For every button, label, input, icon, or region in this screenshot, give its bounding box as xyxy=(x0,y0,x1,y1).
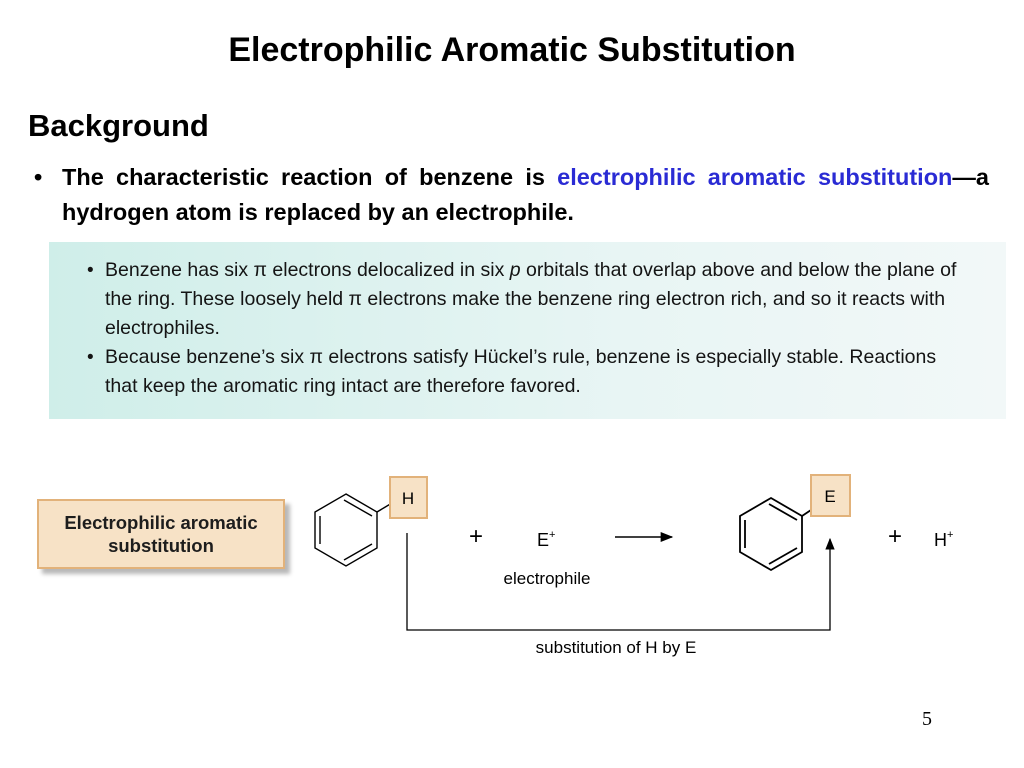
double-bond xyxy=(768,547,798,565)
benzene-reactant xyxy=(314,493,398,567)
label-line-1: Electrophilic aromatic xyxy=(64,512,258,533)
reaction-diagram: H + E+ electrophile E + H+ substitution … xyxy=(314,474,953,657)
substitution-label: substitution of H by E xyxy=(536,638,697,657)
product-e-label: E xyxy=(824,487,835,506)
bullet-dot: • xyxy=(34,164,43,190)
pi-symbol: π xyxy=(348,288,363,310)
double-bond xyxy=(343,499,373,517)
e-highlight-box xyxy=(810,474,851,517)
info-2-part-b: electrons satisfy Hückel’s rule, benzene… xyxy=(105,346,937,397)
info-box: Benzene has six π electrons delocalized … xyxy=(49,242,1006,419)
pi-symbol: π xyxy=(309,346,323,368)
info-list: Benzene has six π electrons delocalized … xyxy=(49,242,1006,401)
benzene-product xyxy=(739,496,821,572)
reaction-label-box: Electrophilic aromatic substitution xyxy=(37,499,285,569)
main-bullet: • The characteristic reaction of benzene… xyxy=(34,160,989,230)
electrophile-label: electrophile xyxy=(504,569,591,588)
double-bond xyxy=(768,503,798,521)
info-bullet-2: Because benzene’s six π electrons satisf… xyxy=(87,343,965,401)
info-1-part-c: orbitals that overlap above and below th… xyxy=(105,259,957,310)
electrophile-symbol: E+ xyxy=(537,529,555,550)
main-bullet-text: The characteristic reaction of benzene i… xyxy=(62,160,989,230)
info-1-part-b: electrons delocalized in six xyxy=(266,259,510,281)
label-line-2: substitution xyxy=(108,535,214,556)
highlight-term: electrophilic aromatic substitution xyxy=(557,164,953,190)
section-heading: Background xyxy=(28,108,209,143)
slide-title: Electrophilic Aromatic Substitution xyxy=(228,31,796,69)
info-2-part-a: Because benzene’s six xyxy=(105,346,310,368)
info-1-part-a: Benzene has six xyxy=(105,259,254,281)
substitution-bracket xyxy=(406,533,835,631)
proton-symbol: H+ xyxy=(934,529,953,550)
reactant-h-label: H xyxy=(402,489,414,508)
info-bullet-1: Benzene has six π electrons delocalized … xyxy=(87,256,965,343)
pi-symbol: π xyxy=(253,259,267,281)
p-orbital-symbol: p xyxy=(509,259,521,281)
info-1-part-d: electrons make the benzene ring electron… xyxy=(105,288,946,339)
h-highlight-box xyxy=(389,476,428,519)
main-bullet-text-after: —a hydrogen atom is replaced by an elect… xyxy=(62,164,989,225)
plus-sign-2: + xyxy=(888,523,902,550)
main-bullet-text-before: The characteristic reaction of benzene i… xyxy=(62,164,558,190)
double-bond xyxy=(343,543,373,561)
plus-sign-1: + xyxy=(469,523,483,550)
page-number: 5 xyxy=(922,708,932,730)
